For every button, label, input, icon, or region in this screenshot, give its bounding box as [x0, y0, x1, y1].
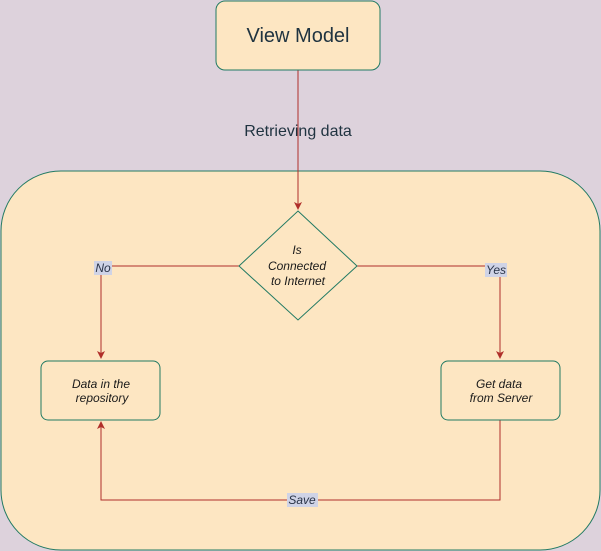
edge-label-no: No [95, 261, 111, 275]
node-repository-label-line-2: repository [76, 391, 130, 405]
node-repository-label-line-1: Data in the [72, 377, 130, 391]
node-repository: Data in the repository [40, 360, 161, 421]
node-decision-label-line-1: Is [292, 243, 301, 257]
edge-label-yes: Yes [486, 263, 506, 277]
node-decision-label-line-2: Connected [268, 259, 326, 273]
edge-label-save-bg [287, 493, 318, 507]
node-decision-label-line-3: to Internet [271, 274, 326, 288]
node-server-label-line-2: from Server [470, 391, 534, 405]
node-server: Get data from Server [440, 360, 561, 421]
node-decision: Is Connected to Internet [238, 210, 358, 321]
node-view-model-label: View Model [246, 25, 349, 47]
edge-label-retrieving: Retrieving data [244, 123, 352, 140]
edge-label-yes-bg [485, 263, 507, 277]
node-server-label-line-1: Get data [476, 377, 522, 391]
edge-label-no-bg [94, 261, 112, 275]
node-view-model: View Model [215, 0, 381, 71]
edge-label-save: Save [288, 493, 316, 507]
